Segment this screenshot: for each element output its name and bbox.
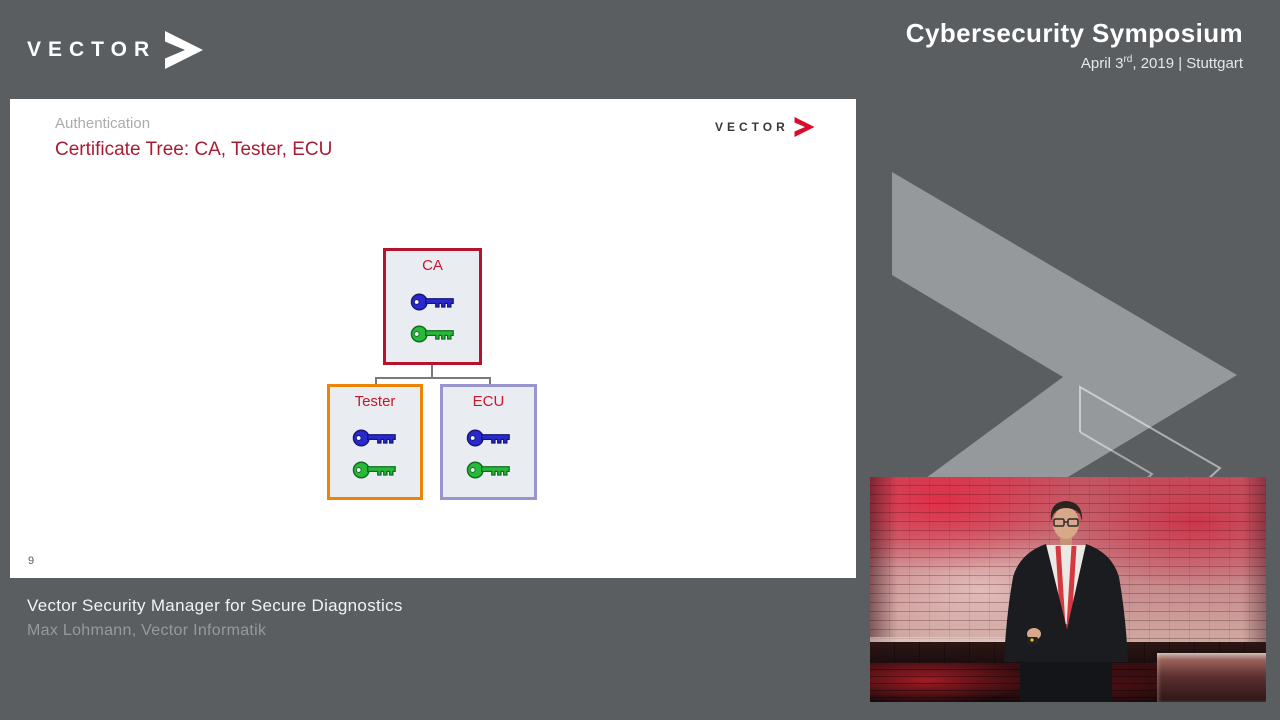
talk-caption: Vector Security Manager for Secure Diagn…	[27, 596, 403, 640]
event-date: April 3rd, 2019 | Stuttgart	[1080, 54, 1243, 72]
slide-kicker: Authentication	[55, 115, 151, 132]
key-icon-blue	[352, 429, 396, 447]
presenter-figure	[1004, 501, 1128, 702]
key-icon-green	[410, 325, 454, 343]
cert-node-label: CA	[422, 257, 443, 274]
key-icon-green	[352, 461, 396, 479]
stage-ledge	[870, 637, 1022, 642]
key-pair	[443, 427, 534, 481]
presentation-slide: Authentication Certificate Tree: CA, Tes…	[10, 99, 856, 578]
event-title: Cybersecurity Symposium	[905, 18, 1243, 48]
tree-connector	[375, 377, 377, 385]
talk-speaker: Max Lohmann, Vector Informatik	[27, 622, 267, 639]
presenter-video	[870, 477, 1266, 702]
talk-title: Vector Security Manager for Secure Diagn…	[27, 596, 403, 615]
stage-table	[1157, 653, 1266, 702]
slide-vector-logo-text: VECTOR	[715, 120, 789, 134]
key-pair	[386, 291, 479, 345]
key-pair	[330, 427, 420, 481]
cert-node-label: ECU	[472, 393, 505, 410]
chevron-right-icon	[794, 117, 815, 137]
chevron-right-icon	[165, 31, 204, 69]
tree-connector	[431, 365, 433, 377]
cert-node-ecu: ECU	[440, 384, 537, 500]
tree-connector	[489, 377, 491, 385]
slide-vector-logo: VECTOR	[715, 117, 815, 137]
vector-logo-text: VECTOR	[27, 38, 157, 61]
slide-title: Certificate Tree: CA, Tester, ECU	[55, 139, 333, 160]
cert-node-ca: CA	[383, 248, 482, 365]
event-header: Cybersecurity Symposium April 3rd, 2019 …	[906, 18, 1243, 72]
cert-node-label: Tester	[354, 393, 396, 410]
key-icon-blue	[466, 429, 510, 447]
tree-connector	[375, 377, 490, 379]
slide-page-number: 9	[28, 555, 35, 567]
vector-logo: VECTOR	[27, 30, 204, 70]
key-icon-blue	[410, 293, 454, 311]
cert-node-tester: Tester	[327, 384, 423, 500]
key-icon-green	[466, 461, 510, 479]
